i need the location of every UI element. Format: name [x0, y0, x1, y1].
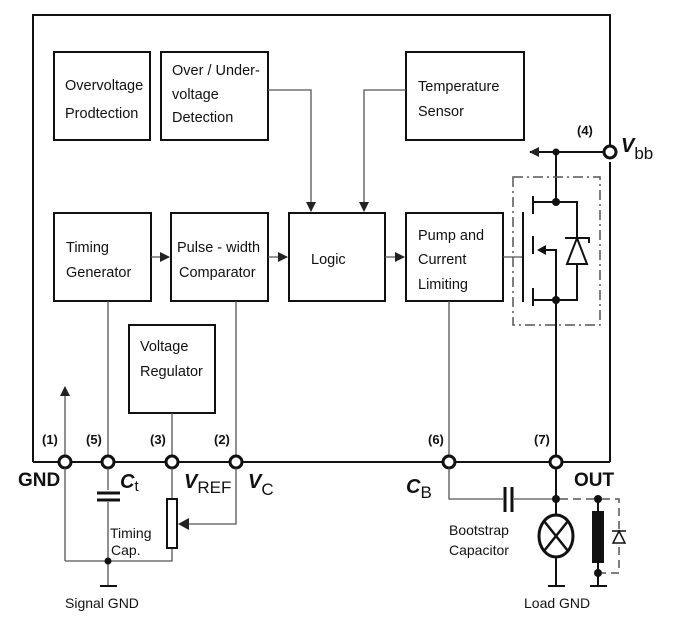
block-label: Timing — [66, 240, 109, 256]
block-label: Pulse - width — [177, 240, 260, 256]
block-overvoltage-protection: Overvoltage Prodtection — [53, 51, 151, 141]
bootstrap-label: Capacitor — [449, 542, 509, 558]
freewheel-diode-icon — [611, 529, 627, 544]
block-logic: Logic — [288, 212, 386, 302]
block-label: Logic — [311, 252, 346, 268]
pin-name-ct: Ct — [120, 471, 139, 495]
pin-number-2: (2) — [214, 432, 230, 447]
pin-number-1: (1) — [42, 432, 58, 447]
block-label: Prodtection — [65, 106, 138, 122]
pin-2-vc-terminal[interactable] — [228, 454, 244, 470]
block-label: Generator — [66, 265, 131, 281]
signal-gnd-label: Signal GND — [65, 595, 139, 611]
block-label: Current — [418, 252, 466, 268]
block-label: Over / Under- — [172, 63, 260, 79]
pin-7-out-terminal[interactable] — [548, 454, 564, 470]
ic-outline — [32, 14, 611, 462]
pin-number-3: (3) — [150, 432, 166, 447]
wire-cb-to-bootstrap — [448, 468, 503, 500]
pin-name-gnd: GND — [18, 470, 60, 491]
body-diode-icon — [565, 235, 590, 265]
block-timing-generator: Timing Generator — [53, 212, 152, 302]
block-temperature-sensor: Temperature Sensor — [405, 51, 525, 141]
pin-name-vref: VREF — [184, 471, 231, 497]
block-label: Sensor — [418, 104, 464, 120]
bootstrap-label: Bootstrap — [449, 522, 509, 538]
wire-vc-to-wiper — [186, 468, 237, 525]
timing-cap-label: Cap. — [111, 542, 141, 558]
pin-5-ct-terminal[interactable] — [100, 454, 116, 470]
block-label: Overvoltage — [65, 78, 143, 94]
pin-name-vbb: Vbb — [621, 135, 653, 163]
block-label: Limiting — [418, 277, 468, 293]
load-gnd-label: Load GND — [524, 595, 590, 611]
junction-dot — [552, 495, 560, 503]
bootstrap-capacitor-icon — [503, 487, 514, 512]
wire-temp-to-logic — [359, 89, 406, 212]
wire-overunder-to-logic — [268, 89, 316, 212]
timing-capacitor-icon — [97, 491, 120, 502]
pin-3-vref-terminal[interactable] — [164, 454, 180, 470]
lamp-load-icon — [537, 513, 575, 559]
block-label: Pump and — [418, 228, 484, 244]
wiper-arrow-icon — [178, 518, 189, 530]
pin-number-4: (4) — [577, 123, 593, 138]
block-label: Detection — [172, 110, 233, 126]
pin-number-6: (6) — [428, 432, 444, 447]
block-label: voltage — [172, 87, 219, 103]
block-label: Regulator — [140, 364, 203, 380]
pin-name-vc: VC — [248, 471, 274, 499]
block-voltage-regulator: Voltage Regulator — [128, 324, 216, 414]
potentiometer-icon — [166, 498, 178, 549]
pin-number-5: (5) — [86, 432, 102, 447]
block-label: Comparator — [179, 265, 256, 281]
block-pump-current-limiting: Pump and Current Limiting — [405, 212, 504, 302]
power-mosfet-box — [512, 176, 601, 326]
pin-4-vbb-terminal[interactable] — [602, 144, 618, 160]
block-over-under-voltage-detection: Over / Under- voltage Detection — [160, 51, 269, 141]
wire-signal-gnd-bus — [65, 548, 173, 562]
block-label: Voltage — [140, 339, 188, 355]
block-label: Temperature — [418, 79, 499, 95]
pin-name-cb: CB — [406, 476, 432, 502]
timing-cap-label: Timing — [110, 525, 152, 541]
pin-name-out: OUT — [574, 470, 615, 491]
pin-6-cb-terminal[interactable] — [441, 454, 457, 470]
inductive-load-icon — [592, 511, 604, 563]
pin-number-7: (7) — [534, 432, 550, 447]
block-pulse-width-comparator: Pulse - width Comparator — [170, 212, 269, 302]
pin-1-gnd-terminal[interactable] — [57, 454, 73, 470]
junction-dot — [104, 557, 112, 565]
